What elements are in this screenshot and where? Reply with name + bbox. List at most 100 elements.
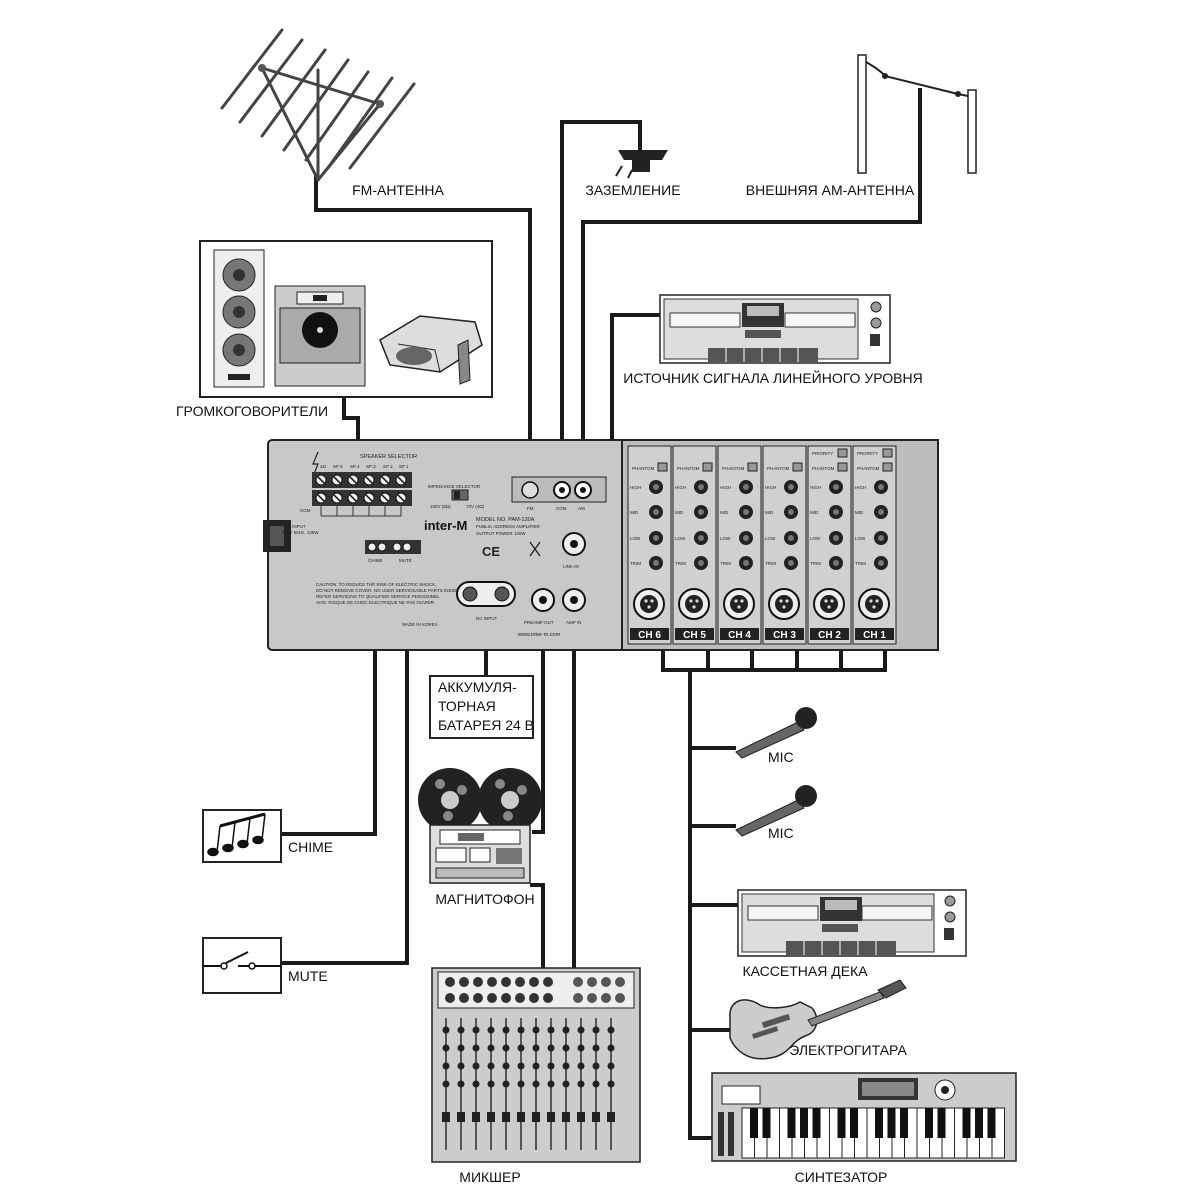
mixer-knob[interactable] (532, 1044, 540, 1052)
mixer-knob[interactable] (607, 1062, 615, 1070)
mixer-fader[interactable] (442, 1112, 450, 1122)
mixer-knob[interactable] (577, 1026, 585, 1034)
synth-black-key[interactable] (837, 1108, 846, 1138)
mixer-knob[interactable] (502, 1062, 510, 1070)
mixer-knob[interactable] (457, 1062, 465, 1070)
mixer-knob[interactable] (515, 977, 525, 987)
mixer-knob[interactable] (472, 1080, 480, 1088)
mixer-knob[interactable] (543, 977, 553, 987)
phantom-switch[interactable] (792, 462, 803, 472)
mixer-fader[interactable] (457, 1112, 465, 1122)
mixer-knob[interactable] (607, 1044, 615, 1052)
mixer-knob[interactable] (529, 993, 539, 1003)
mixer-knob[interactable] (442, 1080, 450, 1088)
synth-black-key[interactable] (762, 1108, 771, 1138)
mixer-knob[interactable] (577, 1080, 585, 1088)
mixer-knob[interactable] (487, 1062, 495, 1070)
mixer-knob[interactable] (472, 1062, 480, 1070)
phantom-switch[interactable] (657, 462, 668, 472)
mixer-knob[interactable] (502, 1044, 510, 1052)
mixer-knob[interactable] (592, 1044, 600, 1052)
phantom-switch[interactable] (702, 462, 713, 472)
mixer-fader[interactable] (472, 1112, 480, 1122)
mixer-knob[interactable] (459, 977, 469, 987)
mixer-knob[interactable] (457, 1080, 465, 1088)
mixer-fader[interactable] (547, 1112, 555, 1122)
mixer-knob[interactable] (573, 993, 583, 1003)
synth-black-key[interactable] (987, 1108, 996, 1138)
mixer-knob[interactable] (573, 977, 583, 987)
mixer-knob[interactable] (501, 993, 511, 1003)
mixer-knob[interactable] (517, 1044, 525, 1052)
fm-terminal[interactable] (521, 481, 539, 499)
mixer-knob[interactable] (547, 1044, 555, 1052)
mixer-knob[interactable] (577, 1044, 585, 1052)
mixer-knob[interactable] (459, 993, 469, 1003)
mixer-fader[interactable] (517, 1112, 525, 1122)
mixer-knob[interactable] (487, 1026, 495, 1034)
mixer-knob[interactable] (487, 977, 497, 987)
mixer-knob[interactable] (445, 993, 455, 1003)
mod-wheel[interactable] (728, 1112, 734, 1156)
phantom-switch[interactable] (747, 462, 758, 472)
mixer-knob[interactable] (615, 993, 625, 1003)
synth-black-key[interactable] (937, 1108, 946, 1138)
mixer-fader[interactable] (487, 1112, 495, 1122)
synth-black-key[interactable] (750, 1108, 758, 1138)
mixer-fader[interactable] (607, 1112, 615, 1122)
mixer-knob[interactable] (547, 1062, 555, 1070)
mixer-knob[interactable] (601, 993, 611, 1003)
mixer-knob[interactable] (487, 1080, 495, 1088)
mixer-knob[interactable] (592, 1080, 600, 1088)
mixer-knob[interactable] (587, 993, 597, 1003)
mixer-fader[interactable] (562, 1112, 570, 1122)
mixer-knob[interactable] (487, 1044, 495, 1052)
mixer-fader[interactable] (502, 1112, 510, 1122)
synth-black-key[interactable] (900, 1108, 908, 1138)
mixer-knob[interactable] (517, 1062, 525, 1070)
priority-switch[interactable] (837, 448, 848, 458)
synth-black-key[interactable] (875, 1108, 883, 1138)
mixer-knob[interactable] (607, 1026, 615, 1034)
synth-black-key[interactable] (787, 1108, 796, 1138)
mixer-knob[interactable] (472, 1044, 480, 1052)
mixer-knob[interactable] (562, 1044, 570, 1052)
mixer-knob[interactable] (547, 1080, 555, 1088)
mixer-knob[interactable] (577, 1062, 585, 1070)
mixer-knob[interactable] (487, 993, 497, 1003)
mixer-knob[interactable] (472, 1026, 480, 1034)
synth-black-key[interactable] (925, 1108, 933, 1138)
mixer-knob[interactable] (442, 1062, 450, 1070)
mixer-knob[interactable] (547, 1026, 555, 1034)
synth-black-key[interactable] (887, 1108, 896, 1138)
mixer-knob[interactable] (517, 1080, 525, 1088)
mixer-knob[interactable] (457, 1044, 465, 1052)
mixer-knob[interactable] (615, 977, 625, 987)
mixer-knob[interactable] (562, 1080, 570, 1088)
mixer-knob[interactable] (592, 1062, 600, 1070)
mixer-knob[interactable] (532, 1026, 540, 1034)
mixer-knob[interactable] (501, 977, 511, 987)
mixer-knob[interactable] (515, 993, 525, 1003)
mixer-knob[interactable] (445, 977, 455, 987)
mixer-knob[interactable] (592, 1026, 600, 1034)
mixer-fader[interactable] (592, 1112, 600, 1122)
mixer-knob[interactable] (562, 1026, 570, 1034)
mixer-knob[interactable] (442, 1044, 450, 1052)
mixer-knob[interactable] (601, 977, 611, 987)
mixer-knob[interactable] (442, 1026, 450, 1034)
mixer-knob[interactable] (502, 1026, 510, 1034)
synth-black-key[interactable] (962, 1108, 971, 1138)
mixer-knob[interactable] (532, 1062, 540, 1070)
mixer-knob[interactable] (502, 1080, 510, 1088)
mixer-knob[interactable] (587, 977, 597, 987)
synth-black-key[interactable] (812, 1108, 821, 1138)
mixer-knob[interactable] (607, 1080, 615, 1088)
synth-black-key[interactable] (850, 1108, 858, 1138)
mixer-knob[interactable] (562, 1062, 570, 1070)
synth-black-key[interactable] (975, 1108, 983, 1138)
mixer-knob[interactable] (543, 993, 553, 1003)
mixer-fader[interactable] (577, 1112, 585, 1122)
pitch-wheel[interactable] (718, 1112, 724, 1156)
priority-switch[interactable] (882, 448, 893, 458)
